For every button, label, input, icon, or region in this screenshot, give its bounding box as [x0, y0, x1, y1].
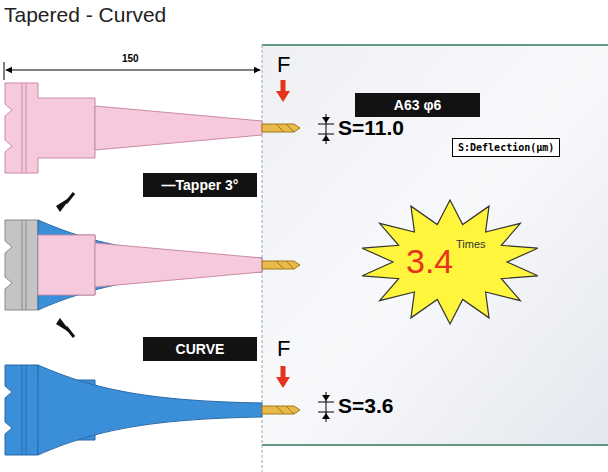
type-label-box: CURVE	[143, 337, 257, 361]
deflection-value: S=3.6	[338, 394, 393, 418]
starburst-outline	[362, 200, 537, 324]
ratio-value: 3.4	[406, 242, 453, 281]
spec-box: A63 φ6	[355, 93, 480, 117]
flange-groove	[26, 365, 27, 455]
ratio-unit: Times	[456, 238, 486, 250]
dimension-value: 150	[122, 53, 139, 64]
box-text: CURVE	[176, 341, 225, 357]
cutting-tool	[262, 406, 300, 414]
frame-line	[262, 44, 608, 46]
force-label: F	[277, 52, 290, 78]
title: Tapered - Curved	[4, 3, 166, 27]
cutting-tool	[262, 124, 300, 132]
deflection-value: S=11.0	[338, 116, 404, 140]
dimension-tick	[4, 62, 5, 80]
cutting-tool	[262, 261, 300, 269]
tapered-neck	[95, 106, 262, 150]
type-label-box: —Tapper 3°	[143, 173, 257, 197]
frame-line	[262, 444, 608, 446]
deflection-mark	[318, 114, 334, 422]
box-text: A63 φ6	[394, 97, 441, 113]
force-label: F	[277, 336, 290, 362]
flange-groove	[26, 220, 27, 310]
force-arrow	[276, 377, 290, 388]
tool-flute	[276, 406, 294, 414]
tool-flute	[276, 261, 294, 269]
box-text: —Tapper 3°	[162, 177, 239, 193]
force-arrow	[281, 366, 286, 378]
pointer-arrow	[56, 193, 74, 337]
box-text: S:Deflection(μm)	[458, 142, 554, 153]
ratio-starburst: 3.4Times	[358, 198, 542, 326]
flange-groove	[22, 220, 23, 310]
flange-groove	[22, 365, 23, 455]
flange-groove	[26, 83, 27, 173]
force-arrow	[281, 80, 286, 92]
curved-neck	[38, 365, 262, 455]
curved-neck	[38, 220, 262, 310]
deflection-arrow	[322, 117, 330, 419]
flange-groove	[22, 83, 23, 173]
dimension-line	[6, 69, 260, 70]
legend-box: S:Deflection(μm)	[452, 138, 560, 157]
tapered-neck	[95, 243, 262, 287]
tool-flute	[276, 124, 294, 132]
background-panel	[262, 45, 608, 445]
holder-body	[38, 235, 95, 295]
holder-flange	[5, 83, 95, 173]
force-arrow	[276, 91, 290, 102]
